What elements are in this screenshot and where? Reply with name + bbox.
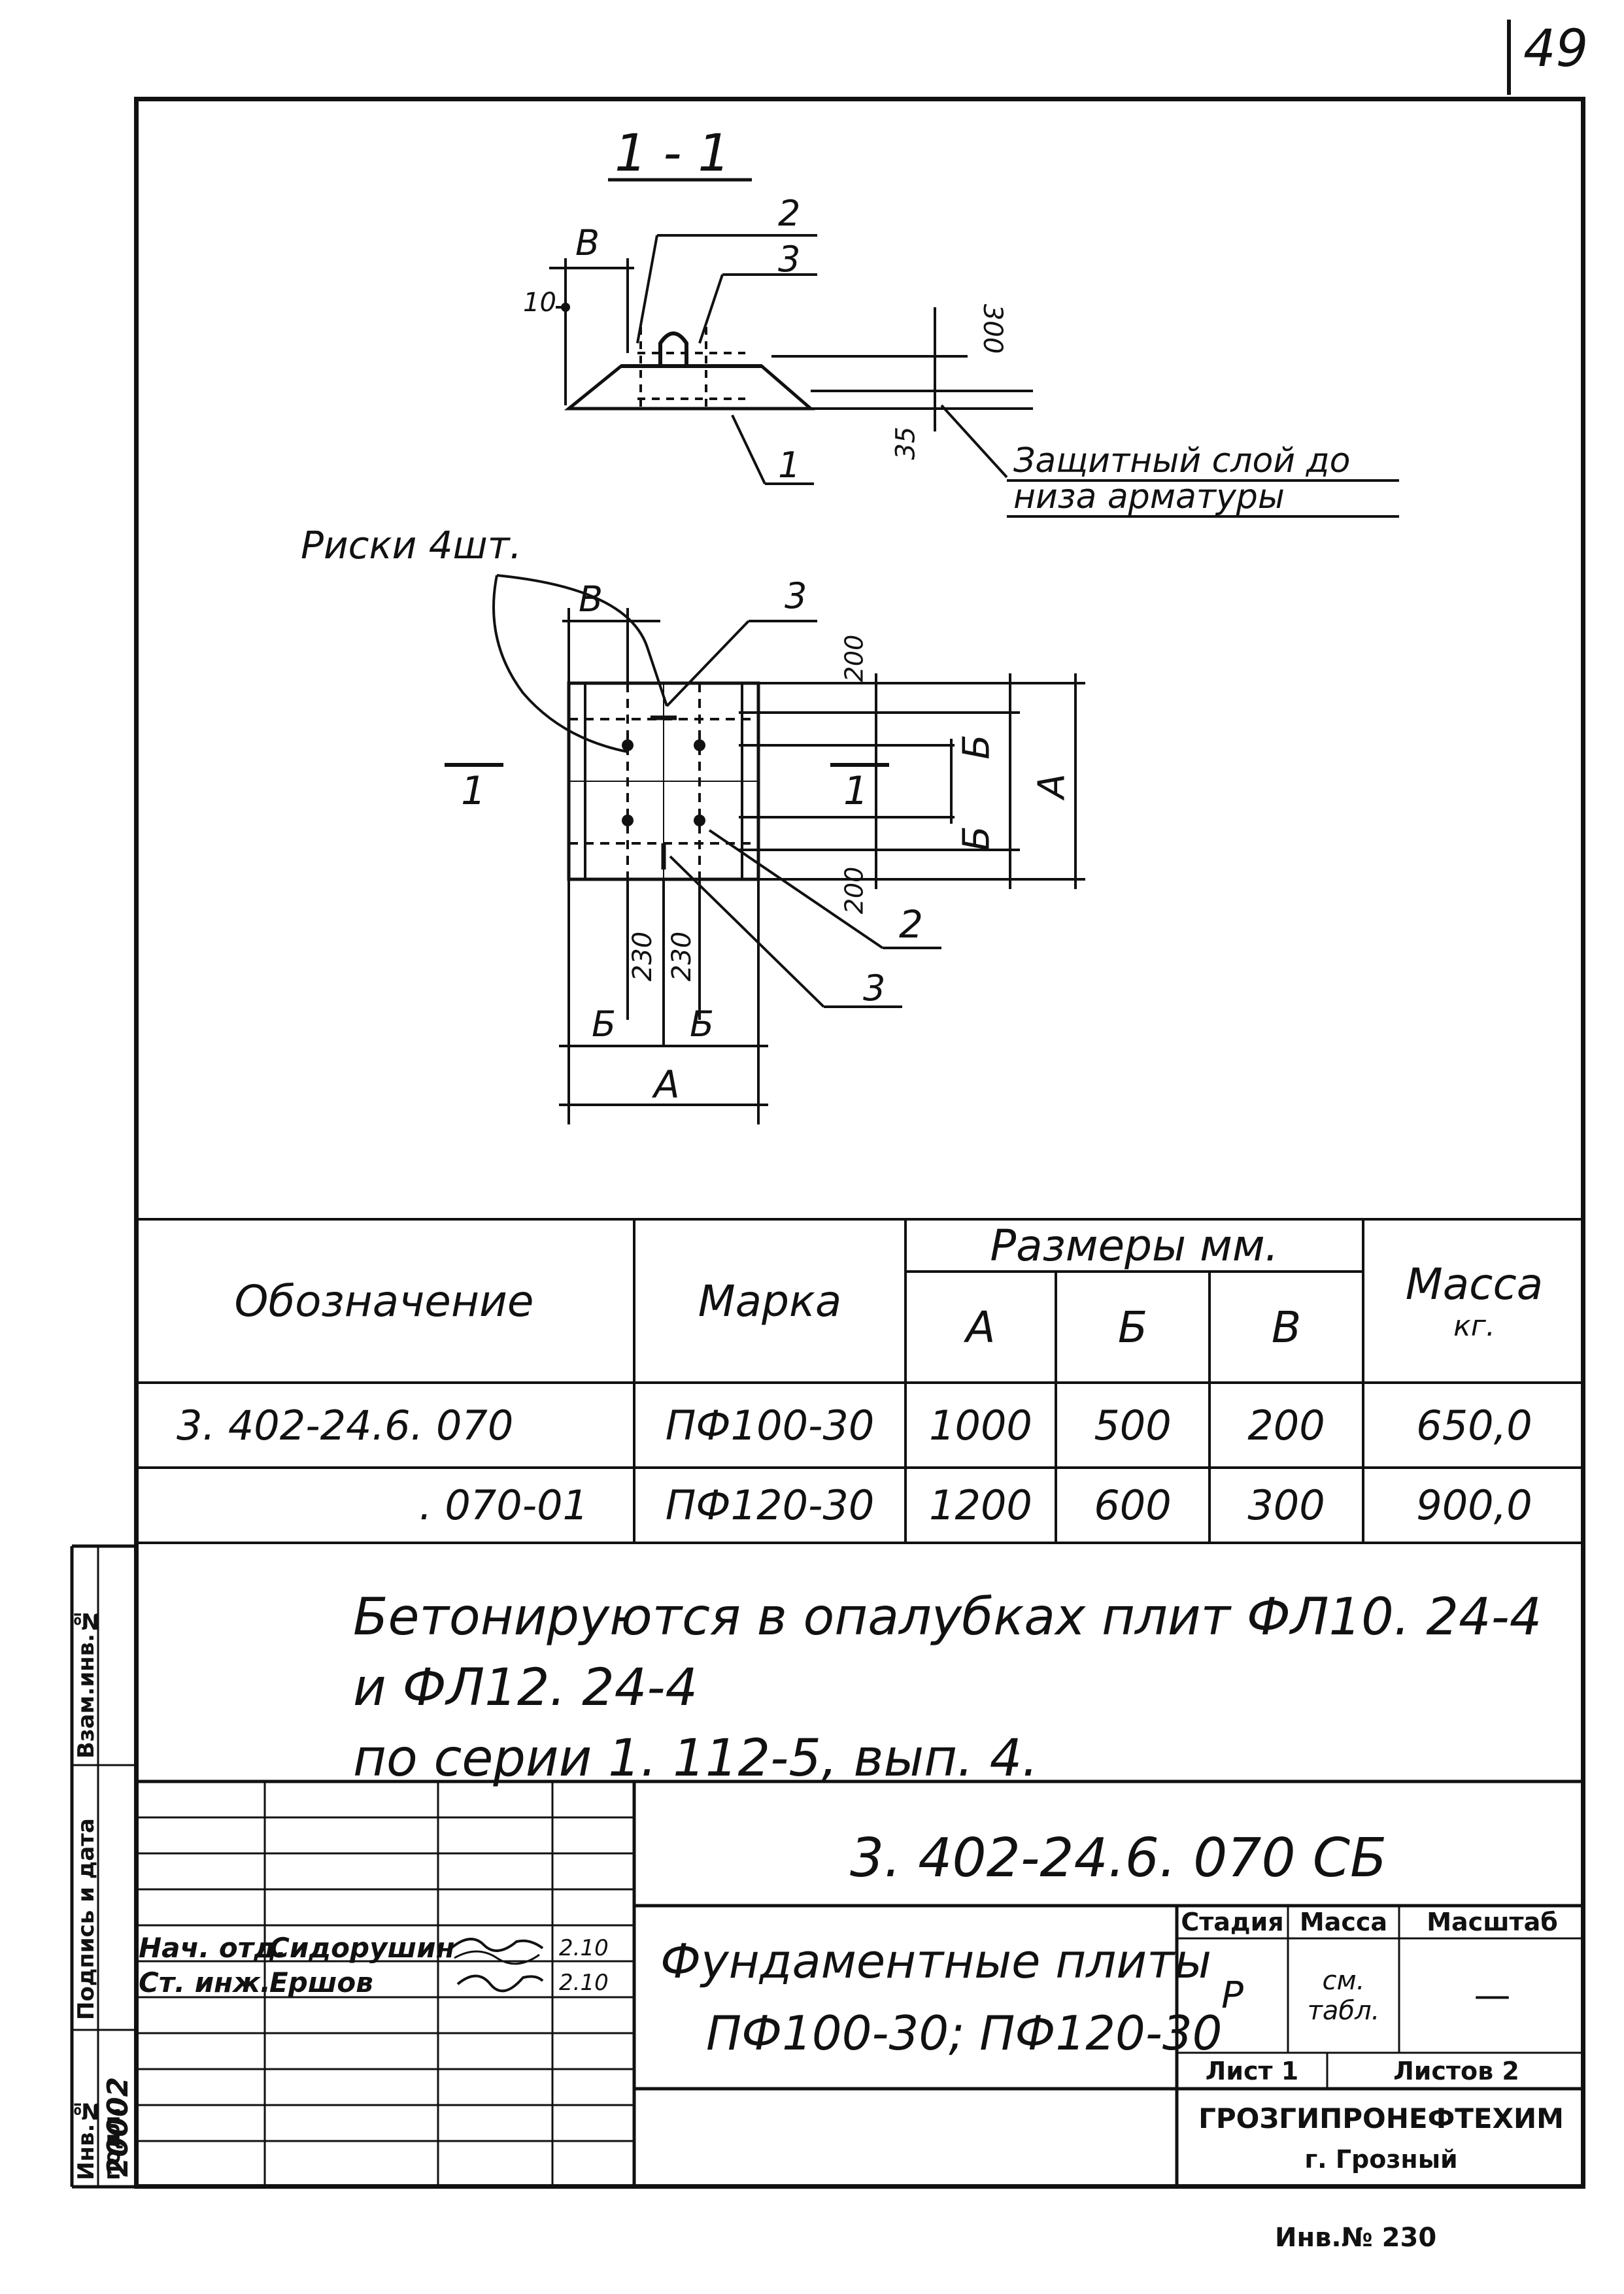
mass-value-line-2: табл. — [1307, 1995, 1380, 2026]
table-row-2-designation: . 070-01 — [418, 1481, 588, 1529]
bottom-dim-b2: Б — [690, 1004, 715, 1045]
side-stamp-replacement: Взам.инв.№ — [73, 1607, 99, 1759]
mass-label: Масса — [1405, 1259, 1544, 1309]
scale-value: — — [1474, 1974, 1511, 2017]
risks-label: Риски 4шт. — [301, 523, 522, 567]
note-line-1: Бетонируются в опалубках плит ФЛ10. 24-4… — [353, 1588, 1542, 1717]
mass-unit: кг. — [1453, 1309, 1495, 1343]
table-row-2-b: 600 — [1094, 1481, 1172, 1529]
section-dim-300: 300 — [977, 303, 1008, 354]
organization-name: ГРОЗГИПРОНЕФТЕХИМ — [1198, 2102, 1564, 2134]
table-header-a: А — [966, 1302, 996, 1353]
stage-value: Р — [1221, 1974, 1243, 2017]
section-label-2: 2 — [778, 193, 801, 234]
table-row-2-mark: ПФ120-30 — [665, 1481, 875, 1529]
signer-name-1: Сидорушин — [269, 1932, 455, 1964]
document-title: Фундаментные плиты ПФ100-30; ПФ120-30 — [660, 1925, 1222, 2069]
table-row-1-designation: 3. 402-24.6. 070 — [177, 1401, 514, 1449]
document-code: 3. 402-24.6. 070 СБ — [850, 1827, 1387, 1889]
signer-date-2: 2.10 — [559, 1970, 609, 1996]
side-stamp-inventory-value: 20002 — [101, 2076, 135, 2177]
plan-label-3-top: 3 — [785, 575, 807, 616]
cover-note-line1: Защитный слой до — [1013, 441, 1351, 481]
section-title: 1 - 1 — [615, 124, 730, 183]
plan-label-b: В — [579, 579, 603, 620]
plan-label-3-bottom: 3 — [863, 968, 886, 1009]
signer-role-2: Ст. инж. — [139, 1966, 271, 1999]
section-mark-right: 1 — [843, 768, 869, 814]
signer-name-2: Ершов — [269, 1966, 373, 1999]
table-row-1-mass: 650,0 — [1416, 1401, 1532, 1449]
section-label-3: 3 — [778, 239, 801, 280]
plan-dim-200-bottom: 200 — [839, 866, 869, 915]
bottom-dim-b1: Б — [592, 1004, 617, 1045]
page-number-mark — [1507, 20, 1511, 95]
table-header-designation: Обозначение — [234, 1275, 534, 1326]
concreting-note: Бетонируются в опалубках плит ФЛ10. 24-4… — [353, 1582, 1556, 1794]
cover-note-line2: низа арматуры — [1013, 477, 1285, 516]
plan-dim-b1: Б — [955, 734, 998, 760]
mass-value-line-1: см. — [1322, 1965, 1365, 1996]
plan-dim-200-top: 200 — [839, 634, 869, 683]
table-row-2-a: 1200 — [929, 1481, 1032, 1529]
table-row-1-v: 200 — [1247, 1401, 1325, 1449]
scale-label: Масштаб — [1427, 1908, 1558, 1936]
section-mark-left: 1 — [461, 768, 486, 814]
organization-city: г. Грозный — [1304, 2144, 1458, 2174]
table-header-v: В — [1271, 1302, 1302, 1353]
table-row-1-b: 500 — [1094, 1401, 1172, 1449]
section-dim-10: 10 — [523, 288, 556, 318]
note-line-2: по серии 1. 112-5, вып. 4. — [353, 1729, 1039, 1788]
section-label-1: 1 — [778, 445, 801, 486]
table-row-1-mark: ПФ100-30 — [665, 1401, 875, 1449]
table-header-sizes: Размеры мм. — [990, 1220, 1279, 1271]
signature-marks — [450, 1938, 544, 1993]
signer-role-1: Нач. отд. — [139, 1932, 286, 1964]
sheet-count: Листов 2 — [1393, 2056, 1519, 2085]
page-number: 49 — [1523, 20, 1589, 78]
inventory-number-bottom: Инв.№ 230 — [1275, 2223, 1437, 2253]
table-header-b: Б — [1117, 1302, 1148, 1353]
section-dim-35: 35 — [890, 426, 921, 460]
table-header-mark: Марка — [698, 1275, 842, 1326]
plan-label-2: 2 — [899, 902, 923, 947]
bottom-dim-a: А — [654, 1062, 680, 1107]
mass-label-tb: Масса — [1299, 1908, 1388, 1936]
section-label-b: В — [575, 222, 600, 263]
mass-value: см. табл. — [1288, 1938, 1399, 2053]
signer-date-1: 2.10 — [559, 1935, 609, 1961]
sheet-number: Лист 1 — [1205, 2056, 1299, 2085]
title-line-1: Фундаментные плиты — [660, 1934, 1211, 1989]
table-row-1-a: 1000 — [929, 1401, 1032, 1449]
plan-dim-230b: 230 — [667, 931, 698, 982]
title-line-2: ПФ100-30; ПФ120-30 — [706, 2006, 1223, 2061]
table-row-2-mass: 900,0 — [1416, 1481, 1532, 1529]
drawing-frame — [134, 97, 1585, 2189]
plan-dim-230a: 230 — [628, 931, 658, 982]
plan-dim-b2: Б — [955, 826, 998, 851]
stage-label: Стадия — [1181, 1908, 1284, 1936]
table-row-2-v: 300 — [1247, 1481, 1325, 1529]
plan-dim-a: А — [1030, 773, 1074, 799]
side-stamp-signature: Подпись и дата — [73, 1818, 99, 2020]
table-header-mass: Масса кг. — [1363, 1219, 1585, 1383]
